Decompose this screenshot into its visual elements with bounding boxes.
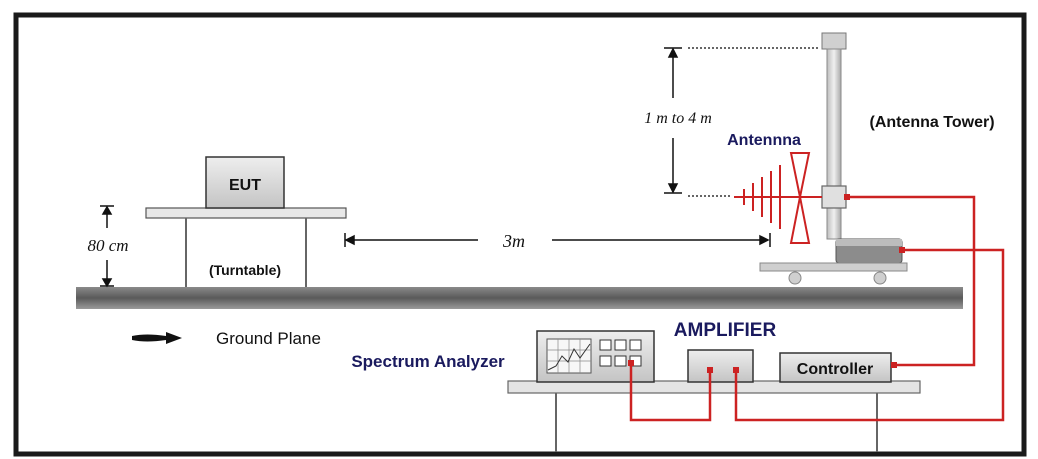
height-guide-lines <box>688 47 818 197</box>
controller <box>779 352 892 383</box>
antenna-tower <box>759 32 908 285</box>
height-80cm-arrow <box>100 205 114 288</box>
eut-label: EUT <box>229 177 261 194</box>
amplifier-label: AMPLIFIER <box>674 320 777 341</box>
distance-3m-arrow <box>344 233 771 247</box>
antenna-tower-label: (Antenna Tower) <box>869 114 994 131</box>
cable-connectors <box>628 194 905 373</box>
antenna <box>734 152 822 244</box>
spectrum-analyzer-label: Spectrum Analyzer <box>351 352 505 371</box>
distance-3m-label: 3m <box>502 231 525 251</box>
cables <box>629 195 1005 422</box>
ground-plane-label: Ground Plane <box>216 329 321 348</box>
eut-box <box>205 156 285 209</box>
antenna-label: Antennna <box>727 132 801 149</box>
controller-label: Controller <box>797 361 873 378</box>
antenna-height-label: 1 m to 4 m <box>644 110 712 127</box>
ground-plane-arrow-icon <box>132 332 182 344</box>
antenna-height-arrow <box>664 47 682 194</box>
amplifier <box>687 349 754 383</box>
spectrum-analyzer <box>536 330 655 383</box>
ground-plane <box>76 287 963 309</box>
height-80cm-label: 80 cm <box>87 236 128 255</box>
turntable-label: (Turntable) <box>209 262 281 278</box>
